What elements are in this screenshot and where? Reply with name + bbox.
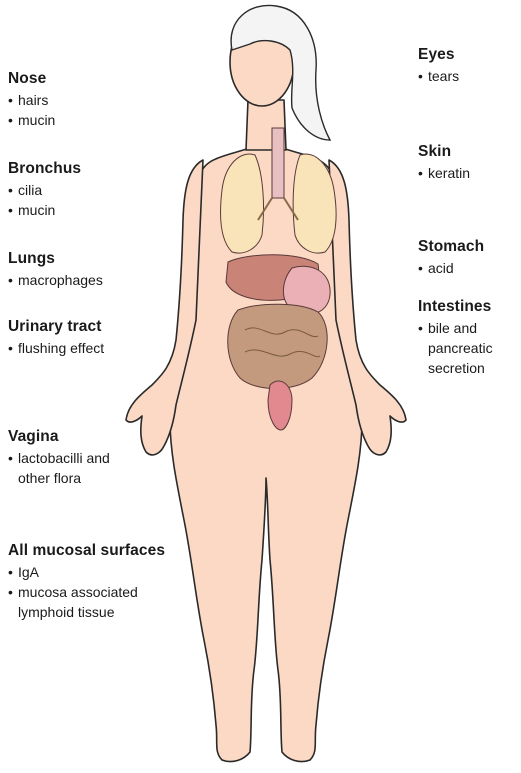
- label-heading: Eyes: [418, 46, 459, 64]
- label-heading: Lungs: [8, 250, 103, 268]
- label-all-mucosal-surfaces: All mucosal surfaces IgA mucosa associat…: [8, 542, 165, 622]
- label-item-continued: pancreatic: [418, 338, 493, 358]
- trachea: [272, 128, 284, 198]
- label-heading: Urinary tract: [8, 318, 104, 336]
- label-vagina: Vagina lactobacilli and other flora: [8, 428, 110, 488]
- label-item: hairs: [8, 90, 55, 110]
- label-item-continued: secretion: [418, 358, 493, 378]
- label-nose: Nose hairs mucin: [8, 70, 55, 130]
- body-outline: [126, 18, 406, 762]
- label-item: keratin: [418, 163, 470, 183]
- label-item: lactobacilli and: [8, 448, 110, 468]
- label-heading: Vagina: [8, 428, 110, 446]
- label-heading: All mucosal surfaces: [8, 542, 165, 560]
- label-heading: Bronchus: [8, 160, 81, 178]
- label-heading: Nose: [8, 70, 55, 88]
- label-bronchus: Bronchus cilia mucin: [8, 160, 81, 220]
- label-item: macrophages: [8, 270, 103, 290]
- label-heading: Stomach: [418, 238, 484, 256]
- label-item: cilia: [8, 180, 81, 200]
- label-urinary-tract: Urinary tract flushing effect: [8, 318, 104, 358]
- label-stomach: Stomach acid: [418, 238, 484, 278]
- label-eyes: Eyes tears: [418, 46, 459, 86]
- label-intestines: Intestines bile and pancreatic secretion: [418, 298, 493, 378]
- label-item: mucin: [8, 110, 55, 130]
- label-item: IgA: [8, 562, 165, 582]
- label-item: mucin: [8, 200, 81, 220]
- label-skin: Skin keratin: [418, 143, 470, 183]
- label-heading: Skin: [418, 143, 470, 161]
- label-item: acid: [418, 258, 484, 278]
- label-item-continued: lymphoid tissue: [8, 602, 165, 622]
- label-item-continued: other flora: [8, 468, 110, 488]
- intestines: [228, 304, 327, 388]
- label-lungs: Lungs macrophages: [8, 250, 103, 290]
- label-item: mucosa associated: [8, 582, 165, 602]
- label-heading: Intestines: [418, 298, 493, 316]
- label-item: flushing effect: [8, 338, 104, 358]
- label-item: tears: [418, 66, 459, 86]
- label-item: bile and: [418, 318, 493, 338]
